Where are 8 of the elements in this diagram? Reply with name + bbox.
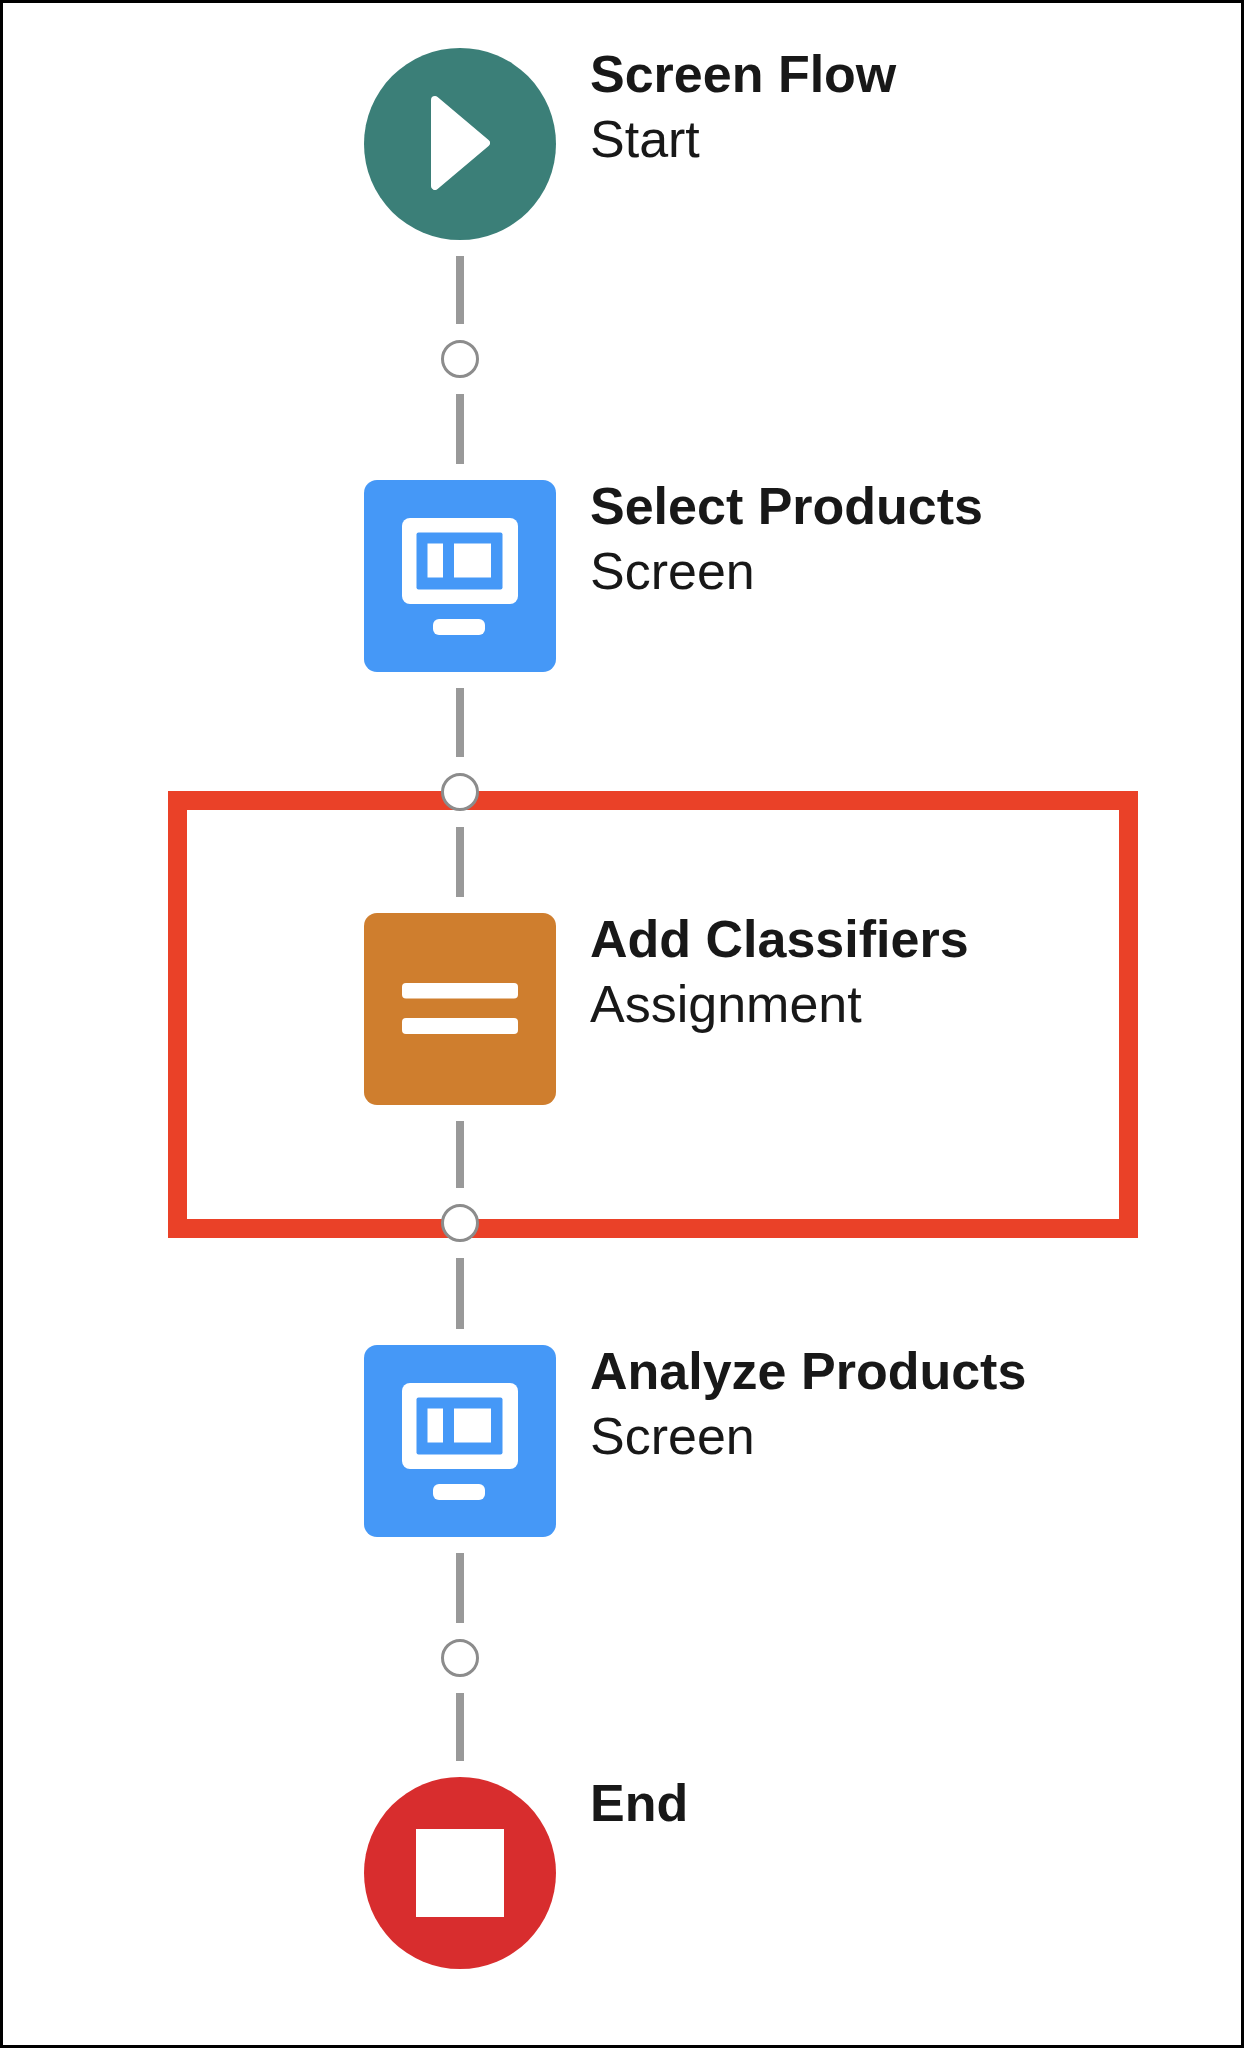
node-title: Add Classifiers bbox=[590, 913, 969, 965]
node-title: Select Products bbox=[590, 480, 984, 532]
node-subtitle: Screen bbox=[590, 545, 756, 597]
node-title: End bbox=[590, 1777, 689, 1829]
node-subtitle: Screen bbox=[590, 1410, 756, 1462]
highlight-frame bbox=[168, 791, 1138, 1238]
node-subtitle: Start bbox=[590, 113, 701, 165]
node-title: Screen Flow bbox=[590, 48, 897, 100]
